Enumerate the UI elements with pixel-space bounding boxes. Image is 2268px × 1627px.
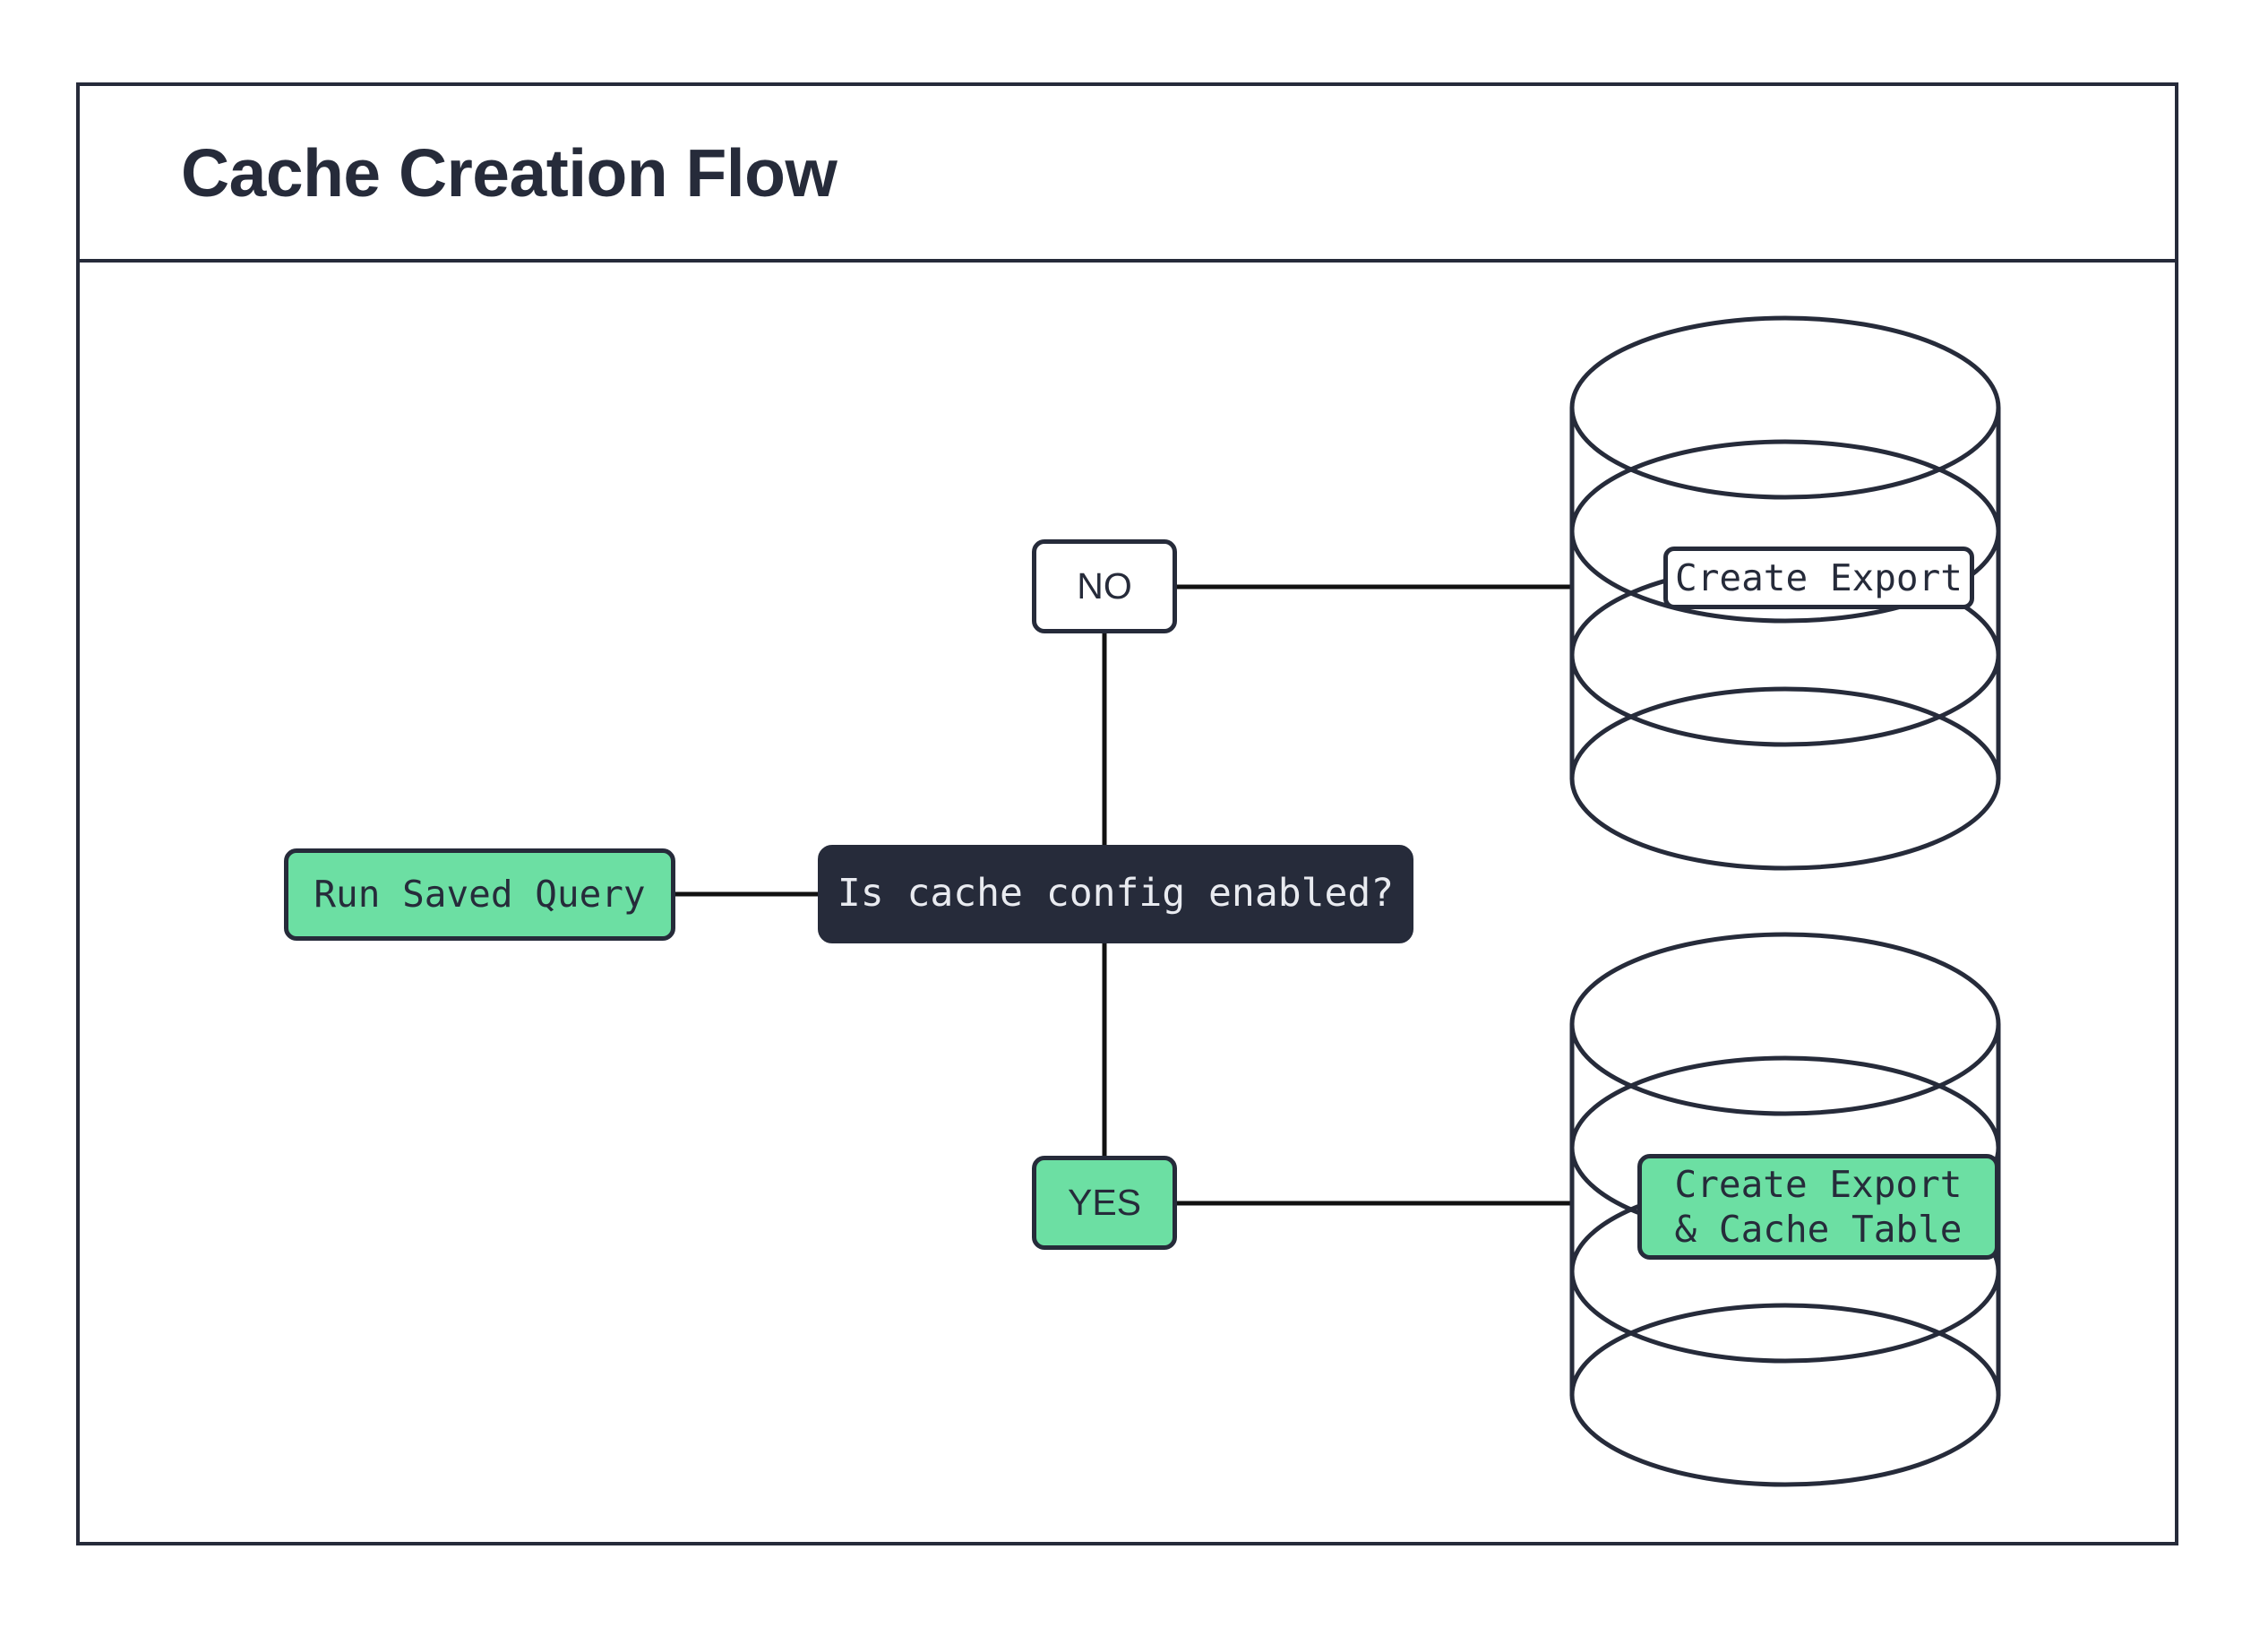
diagram-frame: Cache Creation Flow — [76, 82, 2178, 1545]
datastore-label-create-export[interactable]: Create Export — [1663, 547, 1974, 609]
node-decision-cache-config-enabled[interactable]: Is cache config enabled? — [818, 845, 1413, 943]
node-branch-no[interactable]: NO — [1032, 539, 1177, 633]
node-run-saved-query[interactable]: Run Saved Query — [284, 848, 675, 941]
page-title: Cache Creation Flow — [181, 134, 838, 211]
diagram-title-bar: Cache Creation Flow — [80, 86, 2175, 263]
datastore-label-create-export-cache-table[interactable]: Create Export & Cache Table — [1637, 1154, 1999, 1260]
node-branch-yes[interactable]: YES — [1032, 1156, 1177, 1250]
